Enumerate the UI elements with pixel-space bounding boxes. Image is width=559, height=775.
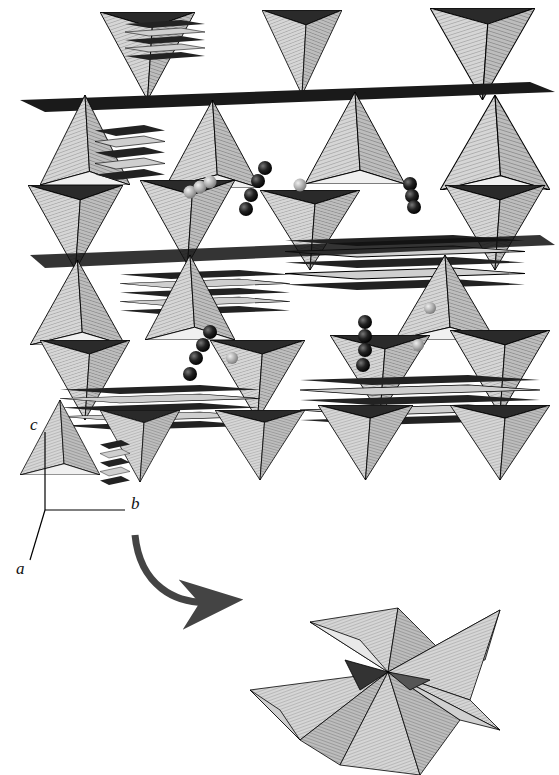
axis-label: b — [131, 495, 140, 512]
axis-label: a — [16, 560, 25, 577]
axis-label: c — [30, 416, 38, 433]
